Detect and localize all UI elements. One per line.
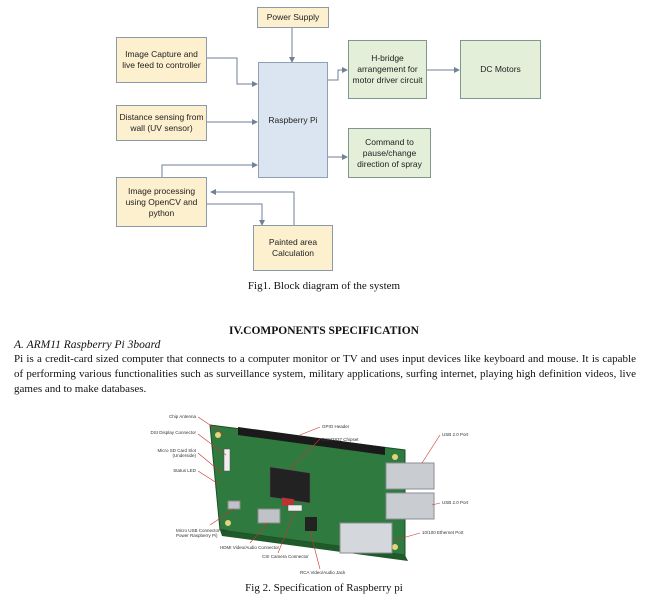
ethernet-port: [339, 522, 393, 554]
label-gpio: GPIO Header: [322, 424, 350, 429]
label-micro-sd: Micro SD Card Slot (Underside): [157, 448, 196, 458]
label-ethernet: 10/100 Ethernet Port: [422, 530, 464, 535]
node-command: Command to pause/change direction of spr…: [348, 128, 431, 178]
arrow-processing-to-pi: [161, 162, 258, 177]
label-csi: CSI Camera Connector: [262, 554, 309, 559]
node-raspberry-pi: Raspberry Pi: [258, 62, 328, 178]
label-chipset: BCM2837 Chipset: [322, 437, 359, 442]
label-rca: RCA Video/Audio Jack: [300, 570, 346, 575]
node-image-capture: Image Capture and live feed to controlle…: [116, 37, 207, 83]
dsi-connector: [223, 448, 231, 472]
section-subheading: A. ARM11 Raspberry Pi 3board: [14, 339, 161, 351]
arrow-capture-to-pi: [207, 57, 258, 87]
micro-usb-port: [227, 500, 241, 510]
node-image-processing: Image processing using OpenCV and python: [116, 177, 207, 227]
label-usb-2: USB 2.0 Port: [442, 500, 469, 505]
node-power-supply: Power Supply: [257, 7, 329, 28]
label-micro-usb: Micro USB Connector (To Power Raspberry …: [176, 528, 228, 538]
label-dsi-display: DSI Display Connector: [150, 430, 196, 435]
node-h-bridge: H-bridge arrangement for motor driver ci…: [348, 40, 427, 99]
bcm-chip: [269, 466, 311, 504]
hdmi-port: [257, 508, 281, 524]
gpio-header: [238, 427, 385, 455]
label-chip-antenna: Chip Antenna: [168, 414, 196, 419]
node-distance-sensing: Distance sensing from wall (UV sensor): [116, 105, 207, 141]
label-hdmi: HDMI Video/Audio Connector: [220, 545, 279, 550]
section-heading: IV.COMPONENTS SPECIFICATION: [229, 325, 419, 337]
audio-jack: [305, 517, 317, 531]
figure1-caption: Fig1. Block diagram of the system: [247, 280, 401, 292]
arrow-processing-to-painted: [207, 203, 265, 226]
label-usb-1: USB 2.0 Port: [442, 432, 469, 437]
node-painted-area: Painted area Calculation: [253, 225, 333, 271]
section-paragraph: Pi is a credit-card sized computer that …: [14, 353, 636, 395]
usb-port-2: [385, 492, 435, 520]
raspberry-pi-board-image: [197, 416, 441, 570]
csi-connector: [287, 504, 303, 512]
node-dc-motors: DC Motors: [460, 40, 541, 99]
arrow-pi-to-hbridge: [328, 67, 348, 81]
figure2-caption: Fig 2. Specification of Raspberry pi: [245, 582, 403, 594]
arrow-painted-to-processing: [210, 189, 295, 225]
label-status-led: Status LED: [173, 468, 196, 473]
diagram-connectors: [161, 28, 460, 226]
usb-port-1: [385, 462, 435, 490]
